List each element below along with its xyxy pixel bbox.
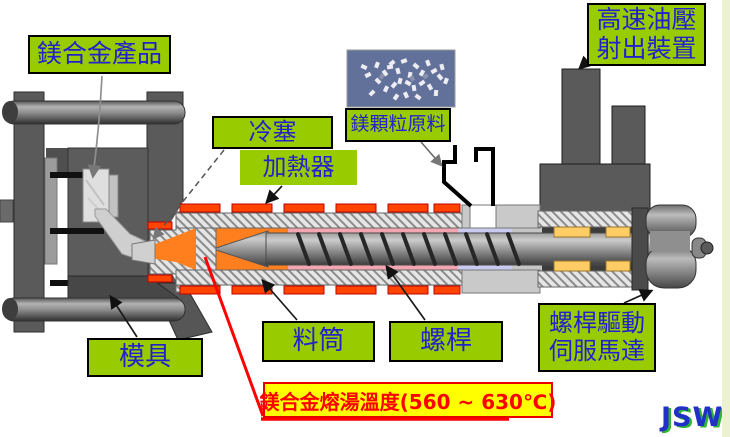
label-cold-plug-text: 冷塞 [248,117,297,146]
label-pellets: 鎂顆粒原料 [345,108,451,142]
mold-insert [108,174,119,218]
ejector-plate [44,157,58,265]
feed-throat [442,145,495,208]
label-mold-text: 模具 [118,341,171,372]
cold-plug-leader-arrow [152,149,225,240]
label-screw-text: 螺桿 [419,325,472,356]
screw-flights [296,232,521,266]
label-hydraulic-line1: 高速油壓 [596,4,697,34]
temperature-pointer-line [203,256,265,417]
motor-cylinder-bottom [645,245,697,289]
ejector-nub [0,199,14,223]
mold-leader-arrow [109,294,138,338]
leader-lines [87,55,654,421]
barrel-wall-top [175,212,463,229]
motor-leader-arrow [623,289,654,304]
rear-housing-bottom [537,270,635,288]
bearing-pad [553,226,591,238]
label-magnesium-product: 鎂合金產品 [28,35,171,74]
hydraulic-cylinder-tall [561,68,601,166]
nozzle-tip [131,239,156,265]
hydraulic-cylinder-short [611,105,646,166]
label-magnesium-product-text: 鎂合金產品 [36,39,162,69]
barrel-wall-bottom [175,269,463,286]
label-servo-motor: 螺桿驅動 伺服馬達 [538,303,656,372]
label-servo-line2: 伺服馬達 [549,336,645,365]
bearing-pad [605,260,631,272]
bearing-pad [605,226,631,238]
barrel-leader-arrow [261,278,298,321]
heater-bands [147,203,461,295]
pellets-photo [346,49,456,108]
moving-platen [13,91,45,333]
label-hydraulic-injection: 高速油壓 射出裝置 [587,3,706,66]
feed-block-bottom [461,269,541,294]
jsw-logo: JSW [661,402,724,433]
label-servo-line1: 螺桿驅動 [549,308,645,337]
nozzle-melt-channel [150,228,196,270]
label-heater: 加熱器 [240,150,357,185]
label-pellets-text: 鎂顆粒原料 [350,113,446,136]
melt-temperature-box: 鎂合金熔湯溫度(560 ~ 630℃) [260,382,556,418]
page-edge-strip [722,0,730,437]
hydraulic-base [539,163,651,215]
ejector-pin [50,172,104,178]
heater-leader-arrow [265,185,283,204]
label-barrel-text: 料筒 [292,325,345,356]
rear-housing-top [537,210,635,228]
label-heater-text: 加熱器 [262,152,335,181]
ejector-pin [50,228,104,234]
melt-temperature-text: 鎂合金熔湯溫度(560 ~ 630℃) [259,389,557,414]
hydraulic-unit [539,68,651,215]
tie-bar-bottom [2,297,186,322]
product-leader-arrow [87,75,103,179]
screw-leader-arrow [385,264,426,321]
tie-bar-top [2,100,186,125]
label-hydraulic-line2: 射出裝置 [596,33,697,63]
label-mold: 模具 [87,338,203,377]
label-barrel: 料筒 [262,321,375,362]
label-screw: 螺桿 [389,321,503,362]
servo-motor [645,204,714,289]
label-cold-plug: 冷塞 [212,116,333,149]
pellets-leader-arrow [420,141,443,167]
bearing-pad [553,260,591,272]
tie-bar-cap [2,101,18,123]
pellet-specks [360,58,449,101]
tie-bar-cap [2,298,18,320]
